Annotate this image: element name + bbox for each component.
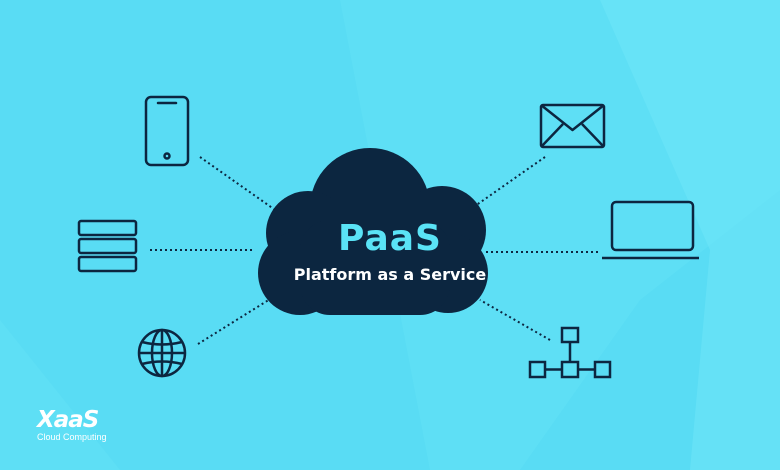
brand-logo: XaaS Cloud Computing <box>37 408 107 443</box>
connector-line <box>199 156 279 213</box>
server-icon <box>77 219 138 273</box>
background-facet <box>600 0 780 470</box>
connector-line <box>197 295 276 345</box>
laptop-icon <box>602 200 699 260</box>
network-icon <box>528 326 612 379</box>
connector-line <box>464 156 546 214</box>
logo-tagline: Cloud Computing <box>37 432 107 442</box>
connector-line <box>479 299 551 341</box>
background-facet <box>0 320 120 470</box>
logo-wordmark: XaaS <box>37 407 99 433</box>
cloud-shape <box>258 148 488 315</box>
globe-icon <box>137 328 187 378</box>
connector-lines <box>150 156 598 345</box>
smartphone-icon <box>144 95 190 167</box>
mail-icon <box>539 103 606 149</box>
page-subtitle: Platform as a Service <box>293 265 487 284</box>
page-title: PaaS <box>338 218 442 259</box>
